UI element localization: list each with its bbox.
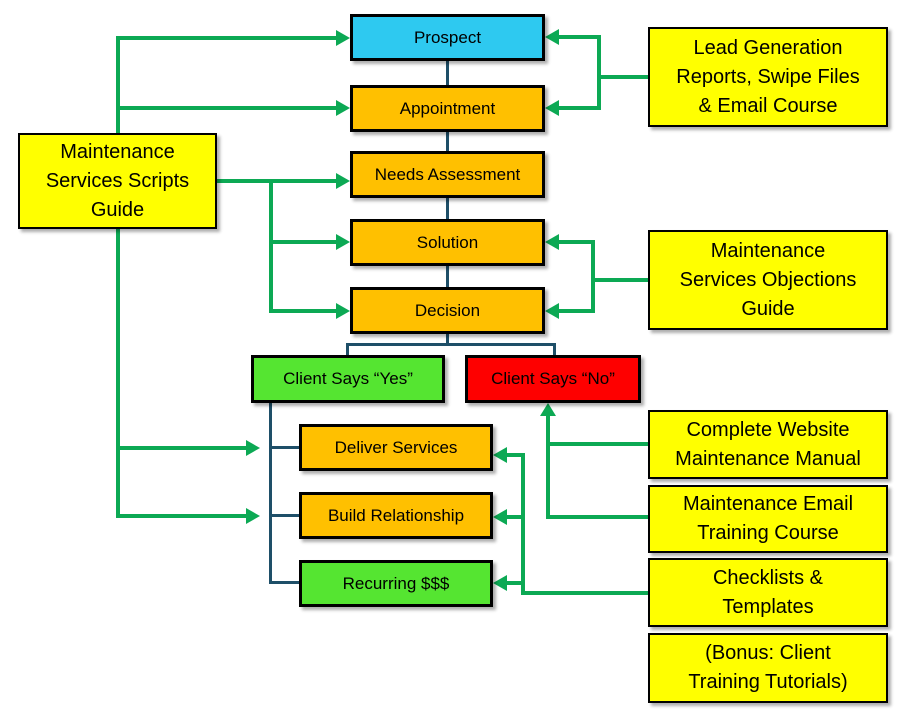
- connector-spine-to-build: [116, 514, 248, 518]
- flow-box-build-relationship: Build Relationship: [299, 492, 493, 539]
- connector-needs-solution: [446, 198, 449, 219]
- resource-box-lead-generation-label: Lead Generation Reports, Swipe Files & E…: [676, 36, 860, 117]
- connector-decision-split-bar: [346, 343, 556, 346]
- flow-box-solution: Solution: [350, 219, 545, 266]
- arrow-into-no-bottom: [540, 403, 556, 416]
- flow-box-solution-label: Solution: [416, 232, 479, 252]
- connector-prospect-appointment: [446, 61, 449, 85]
- connector-objections-to-solution: [559, 240, 595, 244]
- resource-box-checklists-templates-label: Checklists & Templates: [712, 566, 824, 618]
- arrow-into-deliver-right: [493, 447, 507, 463]
- flow-box-client-says-no-label: Client Says “No”: [491, 369, 615, 388]
- flow-box-client-says-no: Client Says “No”: [465, 355, 641, 403]
- arrow-into-decision-left: [336, 303, 350, 319]
- flow-box-deliver-services-label: Deliver Services: [334, 437, 458, 457]
- arrow-toward-deliver-left: [246, 440, 260, 456]
- flow-box-decision: Decision: [350, 287, 545, 334]
- arrow-into-decision-right: [545, 303, 559, 319]
- connector-manual-stem: [546, 442, 648, 446]
- connector-leadgen-to-appointment: [559, 106, 601, 110]
- connector-yes-build-stub: [269, 514, 299, 517]
- arrow-toward-build-left: [246, 508, 260, 524]
- connector-spine-to-deliver: [116, 446, 248, 450]
- arrow-into-needs-left: [336, 173, 350, 189]
- flow-box-deliver-services: Deliver Services: [299, 424, 493, 471]
- resource-box-bonus-tutorials: (Bonus: Client Training Tutorials): [648, 633, 888, 703]
- connector-objections-bracket-vertical: [591, 240, 595, 313]
- resource-box-email-training: Maintenance Email Training Course: [648, 485, 888, 553]
- resource-box-scripts-guide-label: Maintenance Services Scripts Guide: [45, 140, 190, 221]
- connector-leadgen-to-prospect: [559, 35, 601, 39]
- connector-solution-decision: [446, 266, 449, 287]
- arrow-into-prospect-right: [545, 29, 559, 45]
- connector-spine-to-appointment: [116, 106, 338, 110]
- arrow-into-build-right: [493, 509, 507, 525]
- connector-leadgen-bracket-vertical: [597, 35, 601, 110]
- connector-checklists-stem: [521, 591, 648, 595]
- connector-objections-stem: [593, 278, 648, 282]
- connector-checklists-vertical: [521, 453, 525, 595]
- arrow-into-appointment-right: [545, 100, 559, 116]
- arrow-into-solution-left: [336, 234, 350, 250]
- resource-box-lead-generation: Lead Generation Reports, Swipe Files & E…: [648, 27, 888, 127]
- resource-box-bonus-tutorials-label: (Bonus: Client Training Tutorials): [688, 642, 848, 693]
- connector-checklists-to-build: [507, 515, 521, 519]
- flow-box-needs-assessment-label: Needs Assessment: [374, 164, 521, 184]
- flow-box-decision-label: Decision: [414, 300, 481, 320]
- flow-box-needs-assessment: Needs Assessment: [350, 151, 545, 198]
- connector-decision-split-stem: [446, 334, 449, 343]
- connector-split-to-yes: [346, 343, 349, 355]
- flow-box-appointment-label: Appointment: [399, 98, 496, 118]
- connector-scripts-branch-vertical: [269, 179, 273, 313]
- connector-left-spine: [116, 36, 120, 518]
- flow-box-appointment: Appointment: [350, 85, 545, 132]
- flow-box-prospect: Prospect: [350, 14, 545, 61]
- connector-checklists-to-deliver: [507, 453, 525, 457]
- connector-leadgen-stem: [599, 75, 648, 79]
- connector-yes-recurring-stub: [269, 581, 299, 584]
- connector-objections-to-decision: [559, 309, 595, 313]
- resource-box-objections-guide-label: Maintenance Services Objections Guide: [679, 239, 857, 320]
- flow-box-client-says-yes: Client Says “Yes”: [251, 355, 445, 403]
- connector-scripts-to-needs: [217, 179, 338, 183]
- flow-box-recurring-revenue-label: Recurring $$$: [342, 573, 450, 593]
- connector-no-feed-vertical: [546, 416, 550, 519]
- connector-yes-deliver-stub: [269, 446, 299, 449]
- connector-appointment-needs: [446, 132, 449, 151]
- connector-email-training-stem: [546, 515, 648, 519]
- connector-checklists-to-recurring: [507, 581, 521, 585]
- resource-box-website-manual: Complete Website Maintenance Manual: [648, 410, 888, 479]
- arrow-into-solution-right: [545, 234, 559, 250]
- connector-split-to-no: [553, 343, 556, 355]
- connector-spine-to-prospect: [116, 36, 338, 40]
- connector-scripts-to-solution: [269, 240, 338, 244]
- resource-box-scripts-guide: Maintenance Services Scripts Guide: [18, 133, 217, 229]
- connector-yes-spine: [269, 402, 272, 583]
- arrow-into-prospect-left: [336, 30, 350, 46]
- flow-box-prospect-label: Prospect: [413, 27, 482, 47]
- connector-scripts-to-decision: [269, 309, 338, 313]
- resource-box-email-training-label: Maintenance Email Training Course: [682, 493, 854, 544]
- flow-box-build-relationship-label: Build Relationship: [327, 505, 465, 525]
- flow-box-recurring-revenue: Recurring $$$: [299, 560, 493, 607]
- resource-box-checklists-templates: Checklists & Templates: [648, 558, 888, 627]
- resource-box-website-manual-label: Complete Website Maintenance Manual: [675, 418, 861, 470]
- resource-box-objections-guide: Maintenance Services Objections Guide: [648, 230, 888, 330]
- arrow-into-recurring-right: [493, 575, 507, 591]
- flow-box-client-says-yes-label: Client Says “Yes”: [283, 369, 413, 388]
- arrow-into-appointment-left: [336, 100, 350, 116]
